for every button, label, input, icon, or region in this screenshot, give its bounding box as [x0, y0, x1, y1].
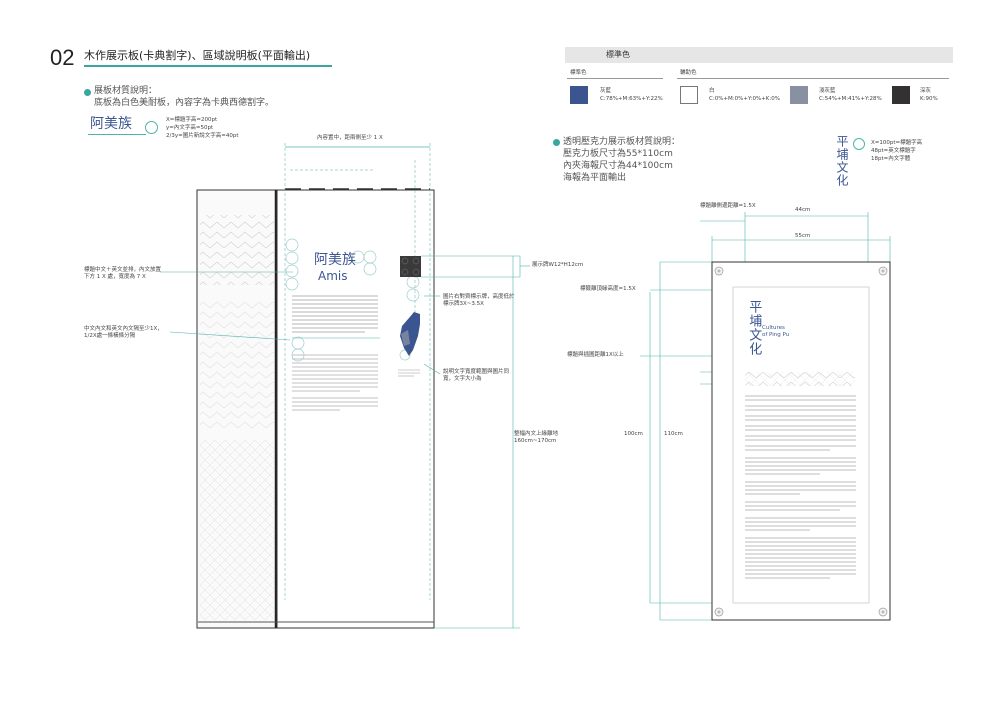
col-standard-rule: [567, 78, 663, 79]
annotation-title-layout: 標題中文＋英文並排，內文放置下方 1 X 處，寬度為 7 X: [84, 267, 162, 280]
color-standard-header: [565, 47, 953, 63]
swatch-name: 深灰: [920, 88, 932, 94]
sign-plate: [400, 256, 421, 277]
image-gap-dim-label: 標題與插圖距離1X以上: [567, 352, 624, 358]
right-bullet-title: 透明壓克力展示板材質說明：: [563, 137, 681, 147]
swatch-gray-blue: [570, 86, 588, 104]
formula-line: y=內文字高=50pt: [166, 125, 214, 131]
section-title: 木作展示板(卡典割字)、區域說明板(平面輸出): [84, 49, 311, 62]
swatch-dark-gray: [892, 86, 910, 104]
height-110-label: 110cm: [664, 431, 683, 437]
poster-subtitle: Cultures of Ping Pu: [762, 325, 790, 338]
poster-area: [732, 286, 870, 604]
title-sample-underline: [88, 134, 146, 135]
spacing-circle-icon: [145, 121, 158, 134]
right-bullet-line: 內夾海報尺寸為44*100cm: [563, 161, 673, 171]
right-bullet-line: 海報為平面輸出: [563, 173, 627, 183]
formula-line: X=標題字高=200pt: [166, 117, 218, 123]
formula-line: 18pt=內文字體: [871, 156, 911, 162]
title-sample: 阿美族: [90, 116, 132, 132]
title-underline: [84, 65, 332, 67]
swatch-name: 灰藍: [600, 88, 612, 94]
vertical-title-sample: 平埔文化: [835, 135, 849, 187]
swatch-white: [680, 86, 698, 104]
annotation-image-layout: 圖片右對齊標示牌，高度低於標示牌3X~3.5X: [443, 294, 515, 307]
sign-size-label: 展示牌W12*H12cm: [532, 262, 584, 268]
poster-body-text: [745, 395, 856, 579]
width-55-label: 55cm: [795, 233, 811, 239]
col-aux-rule: [677, 78, 949, 79]
col-standard-label: 標準色: [570, 70, 587, 76]
height-100-label: 100cm: [624, 431, 643, 437]
wood-display-left-wing: [196, 189, 277, 629]
swatch-name: 白: [709, 88, 715, 94]
bullet-dot: [84, 89, 91, 96]
swatch-formula: C:0%+M:0%+Y:0%+K:0%: [709, 96, 780, 102]
height-dimension-label: 整幅內文上緣離地160cm~170cm: [514, 431, 559, 444]
annotation-caption-layout: 說明文字寬度範圍與圖片同寬，文字大小為: [443, 369, 510, 382]
title-top-dim-label: 標籤離頂緣高度=1.5X: [580, 286, 636, 292]
bullet-dot: [553, 139, 560, 146]
section-number: 02: [50, 45, 75, 70]
formula-line: 48pt=英文標題字: [871, 148, 916, 154]
left-bullet-body: 底板為白色美耐板，內容字為卡典西德割字。: [94, 98, 275, 108]
panel-title-en: Amis: [318, 269, 348, 283]
english-body-text: [292, 354, 378, 411]
color-standard-title: 標準色: [606, 50, 630, 59]
swatch-formula: C:54%+M:41%+Y:28%: [819, 96, 882, 102]
width-44-label: 44cm: [795, 207, 811, 213]
panel-title-cn: 阿美族: [314, 252, 356, 268]
swatch-formula: K:90%: [920, 96, 938, 102]
right-bullet-line: 壓克力板尺寸為55*110cm: [563, 149, 673, 159]
poster-title: 平埔文化: [746, 300, 762, 356]
spacing-circle-icon: [853, 138, 865, 150]
annotation-body-layout: 中文內文和英文內文隔至少1X，1/2X處一條橫條分隔: [84, 326, 163, 339]
col-aux-label: 輔助色: [680, 70, 697, 76]
swatch-formula: C:78%+M:63%+Y:22%: [600, 96, 663, 102]
formula-line: X=100pt=標題字高: [871, 140, 923, 146]
spacing-circles: [285, 238, 420, 362]
acrylic-board: [711, 261, 891, 621]
title-side-dim-label: 標題離側邊距離=1.5X: [700, 203, 756, 209]
leader-lines: [160, 255, 530, 375]
chinese-body-text: [292, 295, 378, 333]
swatch-name: 淺灰藍: [819, 88, 836, 94]
top-dimension-label: 內容置中，距兩側至少 1 X: [317, 135, 383, 141]
left-bullet-title: 展板材質說明：: [94, 86, 158, 96]
swatch-light-gray-blue: [790, 86, 808, 104]
formula-line: 2/3y=圖片新說文字高=40pt: [166, 133, 239, 139]
